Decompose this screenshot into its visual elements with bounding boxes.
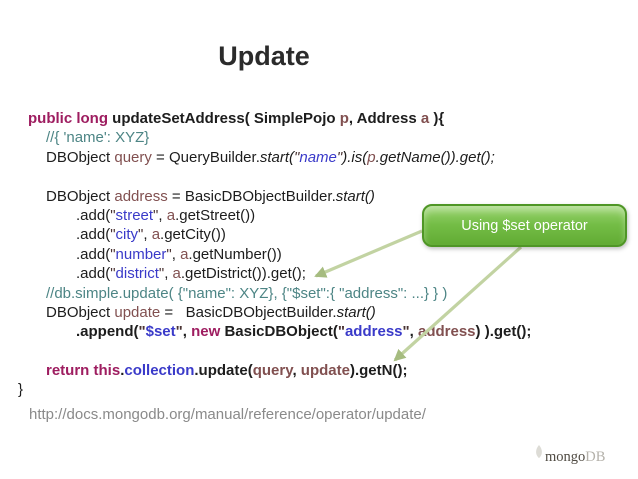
code-line: DBObject query = QueryBuilder.start("nam… (46, 148, 495, 166)
code-line (18, 342, 531, 361)
logo-db-text: DB (585, 449, 606, 465)
code-line (18, 167, 531, 186)
callout-bubble: Using $set operator (422, 204, 627, 247)
code-line: .add("district", a.getDistrict()).get(); (76, 265, 306, 283)
code-line: .add("city", a.getCity()) (76, 226, 226, 244)
code-line: DBObject update = BasicDBObjectBuilder.s… (46, 303, 376, 321)
code-block: public long updateSetAddress( SimplePojo… (18, 109, 531, 400)
code-line: //{ 'name': XYZ} (46, 129, 150, 147)
footer-url: http://docs.mongodb.org/manual/reference… (29, 406, 426, 423)
code-line: DBObject address = BasicDBObjectBuilder.… (46, 187, 375, 205)
code-line: .add("street", a.getStreet()) (76, 206, 256, 224)
code-line: .append("$set", new BasicDBObject("addre… (76, 323, 532, 341)
code-line: .add("number", a.getNumber()) (76, 245, 282, 263)
code-line: return this.collection.update(query, upd… (46, 362, 408, 380)
code-line: } (18, 381, 24, 399)
page-title: Update (218, 41, 310, 71)
callout-label: Using $set operator (461, 217, 588, 234)
code-line: public long updateSetAddress( SimplePojo… (28, 110, 445, 127)
mongodb-leaf-icon (536, 445, 542, 458)
logo-mongo-text: mongo (545, 449, 586, 465)
code-line: //db.simple.update( {"name": XYZ}, {"$se… (46, 284, 448, 302)
